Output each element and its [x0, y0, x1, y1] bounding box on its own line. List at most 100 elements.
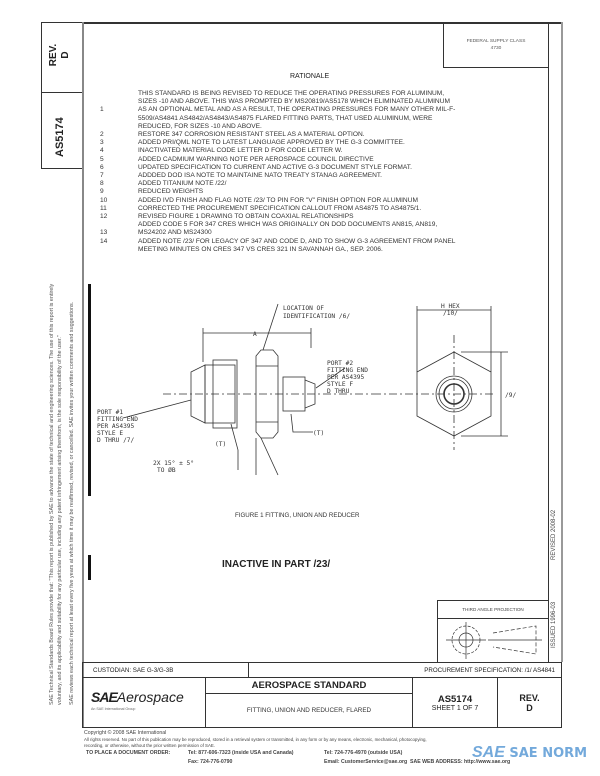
rationale-item: 13 MS24202 AND MS24300 [100, 229, 455, 237]
label-port2: PORT #2 [327, 360, 353, 367]
t1-leader [230, 423, 239, 470]
label-hex: H HEX [441, 303, 460, 310]
change-bar [88, 555, 91, 580]
rationale-item-text: INACTIVATED MATERIAL CODE LETTER D FOR C… [138, 147, 343, 155]
logo-aerospace: Aerospace [116, 689, 184, 705]
projection-box: THIRD ANGLE PROJECTION [437, 600, 549, 663]
order-label: TO PLACE A DOCUMENT ORDER: [86, 750, 171, 756]
fsc-box: FEDERAL SUPPLY CLASS 4730 [443, 22, 549, 68]
rationale-item: MEETING MINUTES ON CRES 347 VS CRES 321 … [100, 246, 455, 254]
rationale-item: 9 REDUCED WEIGHTS [100, 188, 455, 196]
disclaimer-line: voluntary, and its applicability and sui… [57, 335, 63, 705]
label-thread1: (T) [215, 441, 226, 448]
tel-intl: Tel: 724-776-4970 (outside USA) [324, 750, 403, 756]
rationale-item-number: 13 [100, 229, 108, 237]
label-port1: D THRU /7/ [97, 437, 135, 444]
docnum-cell: AS5174 SHEET 1 OF 7 [412, 677, 498, 728]
thread-2 [282, 376, 306, 412]
rights: All rights reserved. No part of this pub… [84, 737, 427, 742]
doc-title: FITTING, UNION AND REDUCER, FLARED [205, 693, 413, 728]
web-address[interactable]: SAE WEB ADDRESS: http://www.sae.org [410, 759, 511, 765]
label-dim-a: A [253, 331, 257, 338]
standard-type: AEROSPACE STANDARD [205, 677, 413, 694]
thread-1-outer [212, 359, 238, 429]
rationale-item-text: REDUCED WEIGHTS [138, 188, 204, 196]
rev-cell: REV. D [497, 677, 562, 728]
rights-2: recording, or otherwise, without the pri… [84, 743, 216, 748]
rationale-item-text: REVISED FIGURE 1 DRAWING TO OBTAIN COAXI… [138, 213, 354, 221]
disclaimer: SAE Technical Standards Board Rules prov… [48, 284, 76, 705]
bore-circle [443, 383, 465, 405]
label-hex: /10/ [443, 310, 458, 317]
fitting-end-view [373, 306, 508, 450]
frame-left [82, 22, 84, 727]
rationale-title: RATIONALE [290, 73, 330, 80]
logo-cell: SAEAerospace An SAE International Group [82, 677, 206, 728]
frame-top [82, 22, 562, 24]
custodian-cell: CUSTODIAN: SAE G-3/G-3B [82, 662, 249, 678]
rationale-item-number: 2 [100, 131, 104, 138]
rationale-item-text: ADDED CODE 5 FOR 347 CRES WHICH WAS ORIG… [138, 221, 438, 229]
rationale-item-text: ADDED CADMIUM WARNING NOTE PER AEROSPACE… [138, 155, 374, 163]
rationale-item-text: RESTORE 347 CORROSION RESISTANT STEEL AS… [138, 131, 365, 138]
rationale-item-text: 5509/AS4841 AS4842/AS4843/AS4875 FLARED … [138, 114, 433, 122]
label-port2: STYLE F [327, 381, 353, 388]
rationale-item-text: MS24202 AND MS24300 [138, 229, 212, 237]
rationale-list: 1 AS AN OPTIONAL METAL AND AS A RESULT, T… [100, 106, 455, 254]
issued-date: ISSUED 1996-03 [551, 601, 557, 648]
label-across: /9/ [505, 392, 516, 399]
fitting-side-view [122, 303, 373, 476]
procurement-cell: PROCUREMENT SPECIFICATION: /1/ AS4841 [248, 662, 562, 678]
label-port2: D THRU [327, 388, 350, 395]
sae-norm-watermark: SAE SAE NORM [472, 744, 587, 762]
projection-symbol-icon [446, 622, 542, 659]
label-location: LOCATION OF [283, 305, 324, 312]
rationale-item-number: 1 [100, 106, 104, 114]
label-port2: PER AS4395 [327, 374, 365, 381]
watermark-logo: SAE [472, 744, 505, 761]
label-port2: FITTING END [327, 367, 368, 374]
sheet-number: SHEET 1 OF 7 [431, 704, 479, 712]
rationale-item-number: 4 [100, 147, 104, 155]
rationale-item: 5 ADDED CADMIUM WARNING NOTE PER AEROSPAC… [100, 156, 455, 164]
rationale-item-number: 14 [100, 237, 108, 245]
doc-number: AS5174 [437, 693, 473, 705]
label-thread2: (T) [313, 430, 324, 437]
sae-aerospace-logo: SAEAerospace An SAE International Group [91, 689, 184, 711]
rationale-intro-line: THIS STANDARD IS BEING REVISED TO REDUCE… [138, 90, 445, 97]
t2-leader [290, 413, 313, 433]
rationale-item-text: AS AN OPTIONAL METAL AND AS A RESULT, TH… [138, 106, 456, 114]
angle-ext [260, 437, 279, 476]
rationale-item-text: MEETING MINUTES ON CRES 347 VS CRES 321 … [138, 245, 383, 253]
rationale-item-number: 6 [100, 163, 104, 171]
rationale-item-text: REDUCED, FOR SIZES -10 AND ABOVE. [138, 122, 262, 130]
rationale-intro-line: SIZES -10 AND ABOVE. THIS WAS PROMPTED B… [138, 98, 450, 106]
revised-date: REVISED 2008-02 [551, 509, 557, 560]
procurement-spec: PROCUREMENT SPECIFICATION: /1/ AS4841 [424, 667, 555, 674]
side-rev-label: REV. [48, 43, 59, 67]
label-angle: 2X 15° ± 5° [153, 459, 194, 467]
rationale-item: 2 RESTORE 347 CORROSION RESISTANT STEEL A… [100, 131, 455, 139]
figure-caption: FIGURE 1 FITTING, UNION AND REDUCER [235, 512, 360, 519]
rationale-item: 4 INACTIVATED MATERIAL CODE LETTER D FOR … [100, 147, 455, 155]
side-rev-box: REV. D [41, 22, 83, 93]
port1-leader [122, 399, 192, 419]
email[interactable]: Email: CustomerService@sae.org [324, 759, 408, 765]
rationale-item: 14 ADDED NOTE /23/ FOR LEGACY OF 347 AND … [100, 238, 455, 246]
rationale-item-text: ADDED IVD FINISH AND FLAG NOTE /23/ TO P… [138, 196, 418, 204]
rationale-item-number: 5 [100, 155, 104, 163]
rationale-item-number: 11 [100, 204, 107, 212]
rationale-item-text: ADDED PRI/QML NOTE TO LATEST LANGUAGE AP… [138, 139, 405, 147]
side-doc-number: AS5174 [54, 117, 66, 157]
rationale-intro: THIS STANDARD IS BEING REVISED TO REDUCE… [138, 90, 450, 106]
rationale-item-number: 7 [100, 172, 104, 180]
seat-circle [435, 375, 473, 413]
rationale-item-text: ADDED NOTE /23/ FOR LEGACY OF 347 AND CO… [138, 237, 456, 245]
rationale-item-number: 9 [100, 188, 104, 196]
flare-end-2 [304, 379, 316, 409]
